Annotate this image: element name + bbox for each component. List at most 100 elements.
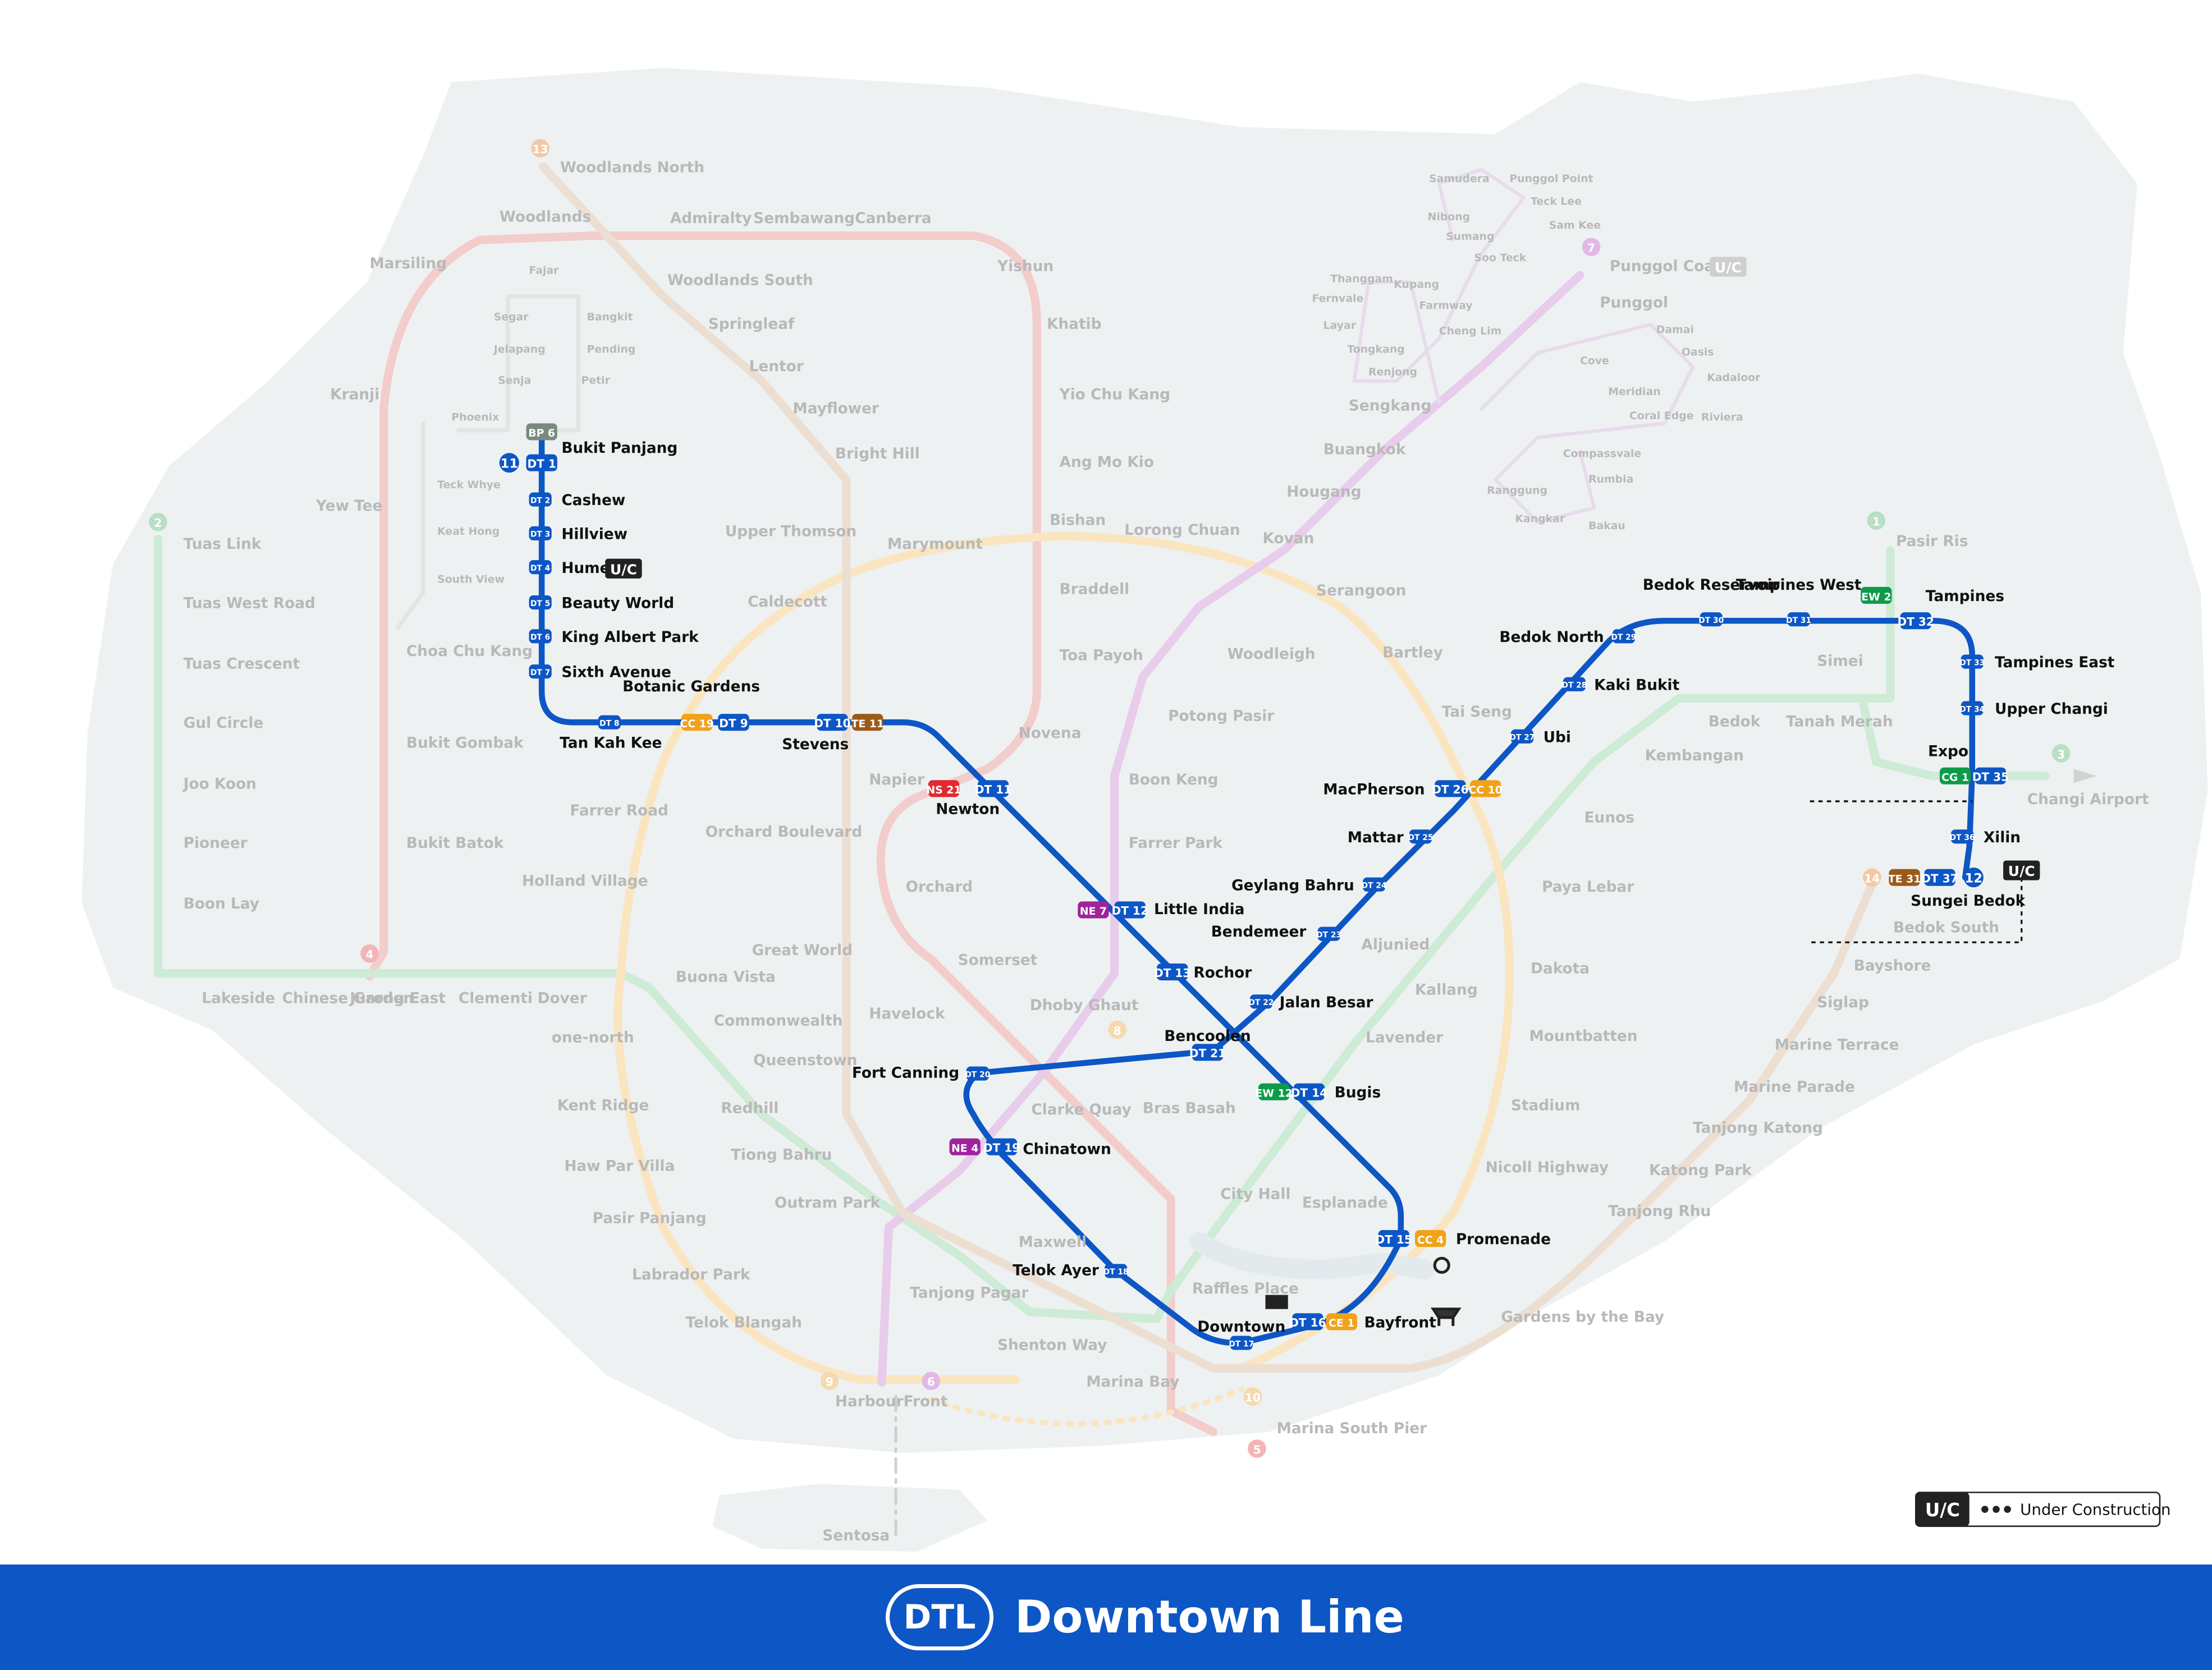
interchange-code: TE 31 [1888,873,1921,885]
dtl-station-name: King Albert Park [561,629,699,646]
legend: U/C Under Construction [1915,1492,2170,1527]
dtl-station-code-bg [1924,869,1955,886]
dtl-station-code-bg [817,714,848,731]
faded-station-name: Khatib [1047,316,1102,333]
line-badge [1243,1387,1262,1406]
line-badge-number: 3 [2057,747,2065,761]
line-badge-number: 14 [1864,871,1880,885]
faded-station-name: Tai Seng [1442,704,1512,721]
interchange-code: NE 7 [1080,906,1107,917]
faded-station-name: Marine Terrace [1775,1036,1899,1053]
faded-station-name: Novena [1019,725,1082,742]
dtl-station-name: Newton [936,801,1000,818]
faded-station-name: Buangkok [1323,442,1407,458]
dtl-station-name: Botanic Gardens [622,678,760,695]
land-mass [81,67,2208,1453]
line-badge-number: 2 [154,516,162,530]
faded-station-name: Sengkang [1349,398,1432,415]
esplanade-landmark-icon [1265,1295,1288,1309]
dtl-line-number: 11 [501,457,518,471]
faded-station-name: Shenton Way [997,1337,1107,1354]
faded-station-name: Dhoby Ghaut [1030,997,1139,1014]
faded-station-name: Riviera [1701,411,1743,423]
interchange-code-bg [928,780,960,797]
interchange-code-bg [681,714,713,731]
dtl-station-code: DT 35 [1972,770,2009,783]
interchange-code-bg [1326,1313,1357,1331]
faded-station-name: Soo Teck [1474,252,1526,264]
faded-station-name: Cove [1580,355,1609,367]
dtl-station-code: DT 21 [1189,1047,1226,1060]
faded-station-name: Chinese Garden [282,990,414,1007]
interchange-code-bg [949,1138,981,1155]
faded-station-name: Clarke Quay [1031,1102,1131,1118]
faded-station-name: Marine Parade [1734,1079,1855,1096]
dtl-station-name: Cashew [561,492,625,509]
faded-station-name: Upper Thomson [725,523,857,540]
faded-station-name: Potong Pasir [1168,708,1274,725]
faded-station-name: Lavender [1366,1030,1443,1047]
faded-station-name: Kranji [330,387,379,403]
faded-station-name: Kupang [1394,279,1439,291]
uc-tag-bg [2003,860,2040,880]
faded-station-name: Marsiling [370,255,447,272]
uc-tag: U/C [610,561,637,577]
faded-station-name: Bukit Gombak [406,735,524,751]
line-badge-number: 8 [1114,1024,1121,1038]
faded-station-name: Toa Payoh [1060,648,1143,664]
dtl-station-name: Bencoolen [1164,1028,1251,1045]
faded-station-name: Springleaf [708,316,795,333]
dtl-station-code: DT 22 [1249,998,1274,1007]
faded-station-name: Kallang [1415,981,1478,998]
faded-station-name: Tiong Bahru [731,1146,832,1163]
line-badge-number: 5 [1253,1443,1261,1456]
dtl-route-main [538,429,1976,1346]
airport-icon [2073,769,2096,783]
dtl-station-code-bg [1249,994,1273,1009]
uc-tag-bg [605,558,642,579]
faded-station-name: Bartley [1382,645,1443,662]
dtl-station-code-bg [1293,1083,1325,1100]
faded-station-name: Haw Par Villa [564,1158,675,1174]
faded-station-name: Maxwell [1019,1234,1087,1251]
interchange-code: CC 4 [1417,1235,1444,1246]
dtl-station-code: DT 13 [1154,966,1190,980]
line-badge [1867,511,1886,530]
dtl-station-code-bg [1156,963,1188,981]
legend-uc: U/C [1925,1499,1960,1521]
dtl-station-code-bg [1951,829,1974,844]
interchange-code: EW 2 [1861,591,1891,603]
interchange-code: CG 1 [1941,772,1969,783]
faded-station-name: Queenstown [753,1052,857,1069]
faded-station-name: Holland Village [522,873,648,890]
faded-station-name: Yio Chu Kang [1059,387,1170,403]
faded-station-name: Boon Keng [1129,772,1219,788]
faded-station-name: Farrer Park [1129,835,1224,852]
faded-station-name: Mayflower [793,401,879,418]
dtl-station-code: DT 26 [1432,783,1468,796]
uc-tag-bg [1710,256,1747,277]
dtl-station-code: DT 32 [1898,615,1934,628]
faded-station-name: Kent Ridge [557,1097,649,1114]
faded-station-name: Bakau [1588,520,1625,532]
faded-station-name: Thanggam [1330,273,1393,285]
dtl-station-code: DT 18 [1103,1268,1129,1277]
line-badge [1108,1020,1126,1039]
faded-station-name: Yew Tee [315,498,382,515]
dtl-station-code-bg [529,595,552,610]
line-badge-number: 6 [927,1375,935,1389]
faded-station-name: Renjong [1368,366,1417,378]
faded-station-name: Changi Airport [2027,791,2149,808]
dtl-station-code: DT 2 [530,496,550,505]
lrt-lines [1352,167,1695,524]
dtl-station-code-bg [1563,677,1586,691]
dtl-station-code-bg [1317,926,1340,941]
dtl-station-name: Jalan Besar [1279,994,1373,1011]
uc-tag: U/C [2008,863,2035,879]
line-badge [360,944,379,963]
dtl-station-name: Hume [561,560,610,577]
dtl-station-code-bg [1114,901,1146,919]
bp-line [396,294,581,630]
dtl-station-code: DT 8 [599,719,619,728]
cc-line [613,531,1514,1384]
